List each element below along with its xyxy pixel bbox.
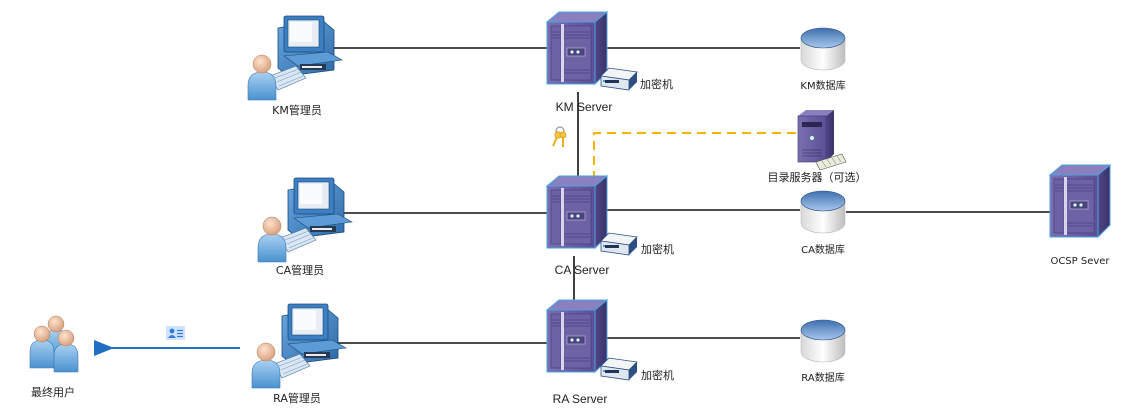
ra-admin-label: RA管理员	[273, 392, 321, 405]
km-server-icon[interactable]	[546, 11, 608, 85]
edge-ca-directory-dashed	[593, 132, 800, 180]
ra-hsm-icon[interactable]	[600, 357, 638, 381]
ra-hsm-label: 加密机	[641, 369, 674, 382]
key-icon	[552, 126, 567, 147]
ra-server-icon[interactable]	[546, 299, 608, 373]
ca-server-icon[interactable]	[546, 175, 608, 249]
user-group-icon[interactable]	[29, 315, 79, 373]
km-hsm-label: 加密机	[640, 78, 673, 91]
ca-hsm-label: 加密机	[641, 243, 674, 256]
km-admin-label: KM管理员	[272, 104, 322, 117]
ca-admin-icon[interactable]	[257, 177, 353, 263]
km-server-label: KM Server	[555, 100, 613, 114]
km-db-icon[interactable]	[800, 27, 846, 71]
end-users-label: 最终用户	[31, 386, 75, 399]
ca-server-label: CA Server	[554, 263, 610, 277]
certificate-icon	[166, 326, 185, 340]
ra-admin-icon[interactable]	[251, 303, 347, 389]
ra-db-icon[interactable]	[800, 319, 846, 363]
km-admin-icon[interactable]	[247, 15, 343, 101]
ca-hsm-icon[interactable]	[600, 232, 638, 256]
ra-db-label: RA数据库	[801, 373, 845, 384]
km-db-label: KM数据库	[800, 81, 846, 92]
directory-server-label: 目录服务器（可选）	[767, 171, 867, 184]
directory-server-icon[interactable]	[797, 110, 847, 171]
ocsp-server-icon[interactable]	[1049, 164, 1111, 238]
ca-db-label: CA数据库	[801, 245, 845, 256]
ocsp-server-label: OCSP Sever	[1050, 256, 1110, 267]
edges	[94, 47, 1052, 356]
ca-admin-label: CA管理员	[275, 264, 325, 277]
ca-db-icon[interactable]	[800, 190, 846, 234]
km-hsm-icon[interactable]	[600, 67, 638, 91]
ra-server-label: RA Server	[552, 392, 608, 406]
